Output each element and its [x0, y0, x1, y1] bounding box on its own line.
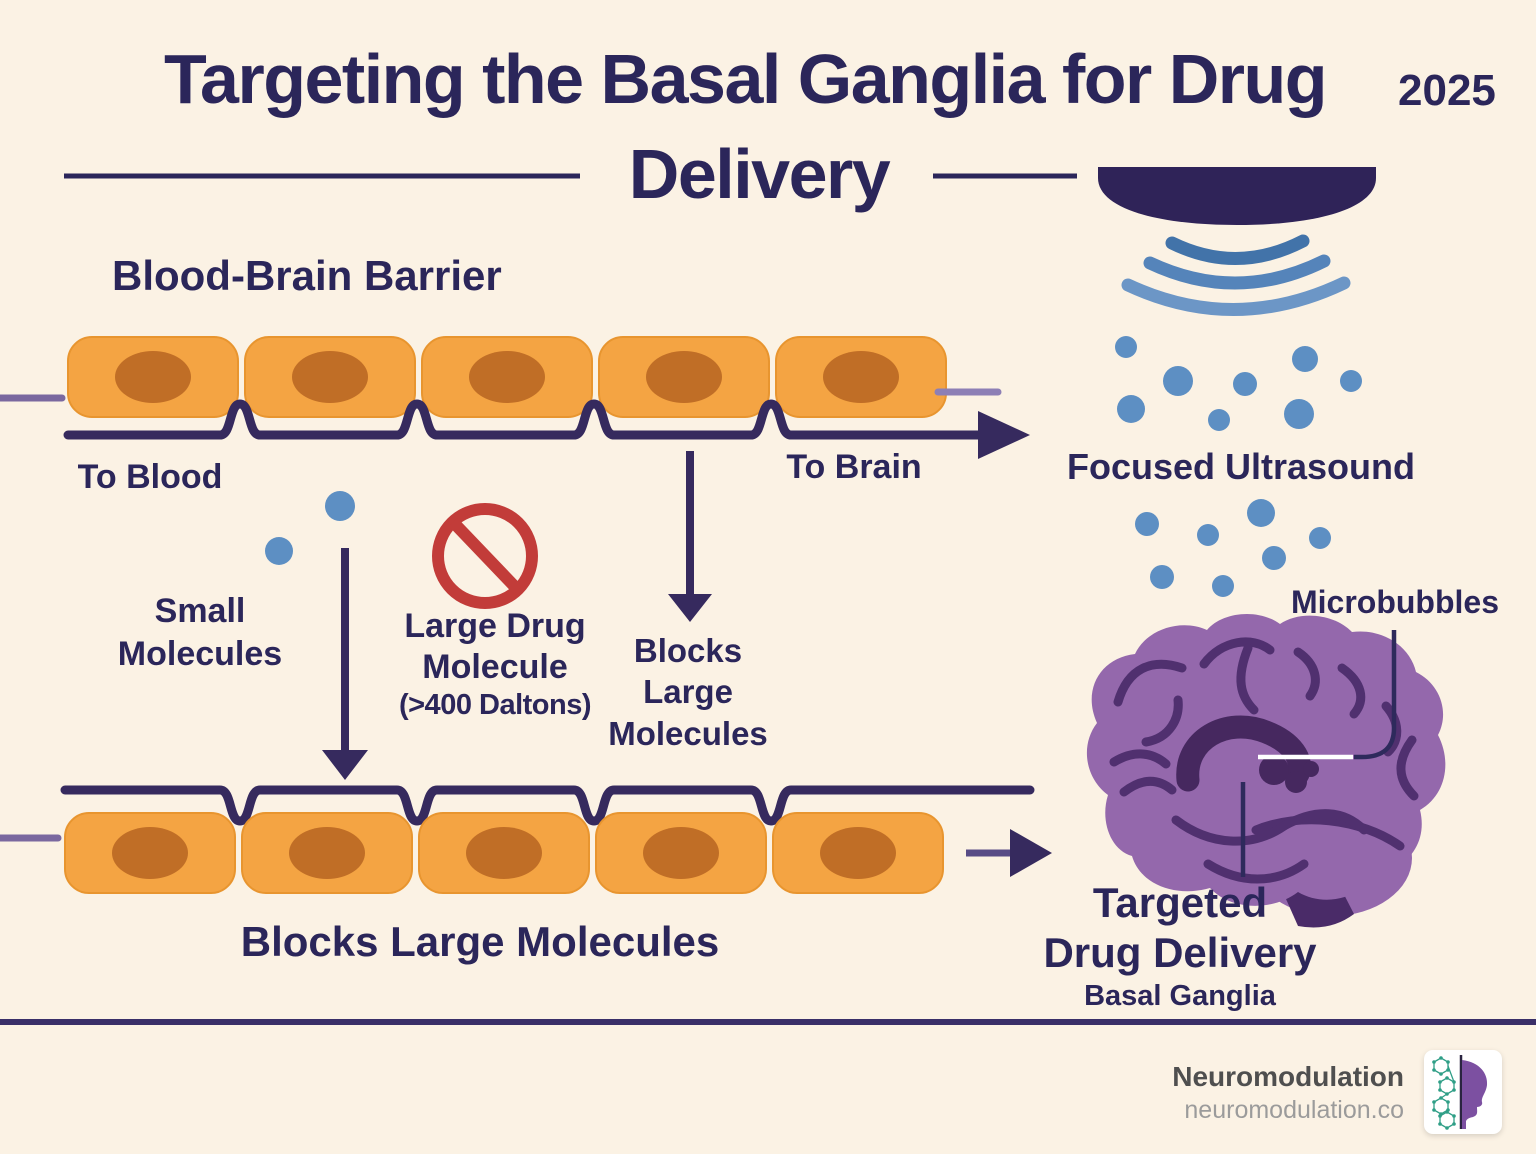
bbb-cell-row-top: [67, 336, 947, 418]
microbubble-dots-lower: [1135, 499, 1331, 597]
brand-url: neuromodulation.co: [1184, 1095, 1404, 1124]
small-molecule-dots: [265, 491, 355, 565]
label-blocks-large-molecules-mid: Blocks Large Molecules: [608, 632, 768, 752]
label-focused-ultrasound: Focused Ultrasound: [1066, 446, 1416, 487]
microbubble-dots-upper: [1115, 336, 1362, 431]
label-microbubbles: Microbubbles: [1290, 584, 1499, 620]
small-molecules-arrow-down: [322, 548, 368, 780]
label-large-drug-molecule: Large Drug Molecule (>400 Daltons): [398, 607, 592, 721]
poster-title-line2: Delivery: [628, 135, 891, 213]
brand-name: Neuromodulation: [1172, 1061, 1404, 1092]
molecule-atoms: [1432, 1056, 1456, 1130]
to-brain-arrowhead: [978, 411, 1030, 459]
tight-junction-line-bottom: [60, 785, 1035, 826]
label-to-blood: To Blood: [77, 458, 223, 496]
brain-sulci: [1109, 637, 1419, 884]
tight-junction-line-top: [63, 399, 1030, 459]
brand-logo: [1424, 1050, 1502, 1134]
cell-nuclei: [115, 351, 899, 403]
caption-blocks-large-molecules: Blocks Large Molecules: [240, 918, 720, 965]
footer-divider: [0, 1019, 1536, 1025]
no-entry-icon: [432, 503, 538, 609]
year-badge: 2025: [1398, 66, 1496, 115]
bbb-cell-row-bottom: [64, 812, 944, 894]
bottom-row-arrow-right: [966, 829, 1052, 877]
ultrasound-waves-icon: [1121, 234, 1351, 316]
ultrasound-transducer-icon: [1098, 167, 1376, 225]
blocks-arrow-down: [668, 451, 712, 622]
cell-nuclei: [112, 827, 896, 879]
face-profile-icon: [1462, 1060, 1488, 1129]
label-small-molecules: Small Molecules: [117, 592, 283, 673]
molecule-icon: [1433, 1057, 1455, 1129]
label-basal-ganglia: Basal Ganglia: [1084, 980, 1276, 1013]
brand-logo-art: [1432, 1055, 1488, 1130]
label-targeted-drug-delivery: Targeted Drug Delivery Basal Ganglia: [1010, 878, 1350, 1013]
brain-illustration: [1086, 613, 1446, 928]
footer-brand-block: Neuromodulation neuromodulation.co: [1040, 1060, 1404, 1126]
label-to-brain: To Brain: [786, 448, 922, 486]
section-heading-bbb: Blood-Brain Barrier: [112, 252, 502, 299]
microbubbles-callout-line: [1258, 630, 1397, 760]
poster-title-line1: Targeting the Basal Ganglia for Drug: [163, 40, 1328, 118]
